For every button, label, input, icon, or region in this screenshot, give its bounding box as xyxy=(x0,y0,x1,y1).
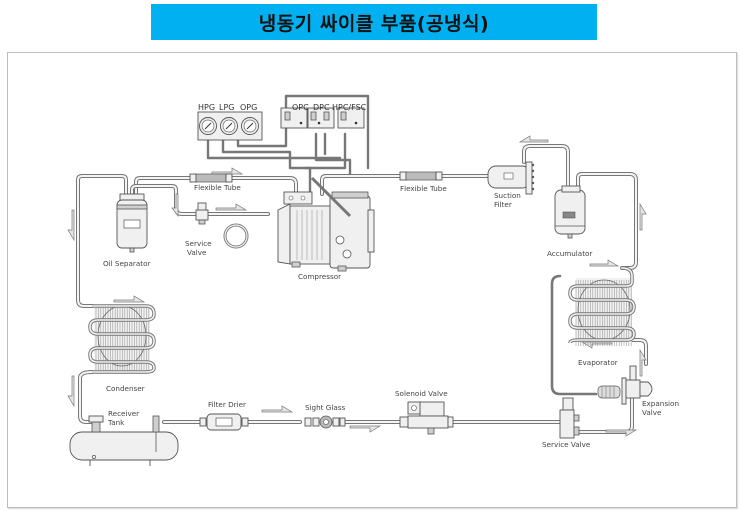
label-receiver-tank-1: Receiver xyxy=(108,409,139,418)
piping xyxy=(76,94,648,434)
service-valve-bottom xyxy=(559,397,580,439)
flow-arrow-icon xyxy=(67,375,75,408)
sight-glass xyxy=(304,415,346,429)
flow-arrow-icon xyxy=(589,259,620,267)
label-evaporator: Evaporator xyxy=(578,358,618,367)
label-service-valve-top-2: Valve xyxy=(187,248,207,257)
flexible-tube-discharge xyxy=(189,173,233,183)
label-condenser: Condenser xyxy=(106,384,145,393)
label-service-valve-bottom: Service Valve xyxy=(542,440,591,449)
filter-drier xyxy=(199,413,249,431)
flow-arrow-icon xyxy=(518,135,549,143)
flow-arrow-icon xyxy=(67,209,75,242)
label-expansion-valve-1: Expansion xyxy=(642,399,679,408)
flow-arrow-icon xyxy=(639,348,647,377)
evaporator xyxy=(568,266,636,346)
label-accumulator: Accumulator xyxy=(547,249,592,258)
label-suction-filter-1: Suction xyxy=(494,191,521,200)
gauge-label-lpg: LPG xyxy=(219,103,234,112)
control-label-opc: OPC xyxy=(292,103,309,112)
label-suction-filter-2: Filter xyxy=(494,200,512,209)
solenoid-valve xyxy=(399,401,454,435)
suction-filter xyxy=(487,161,535,195)
page-title: 냉동기 싸이클 부품(공냉식) xyxy=(258,12,490,35)
label-compressor: Compressor xyxy=(298,272,341,281)
flow-arrow-icon xyxy=(349,425,382,433)
label-flexible-tube-discharge: Flexible Tube xyxy=(194,183,241,192)
pressure-controls: OPC DPC HPC/FSC xyxy=(280,103,367,129)
receiver-tank xyxy=(69,415,179,466)
label-solenoid-valve: Solenoid Valve xyxy=(395,389,448,398)
label-service-valve-top-1: Service xyxy=(185,239,212,248)
oil-separator xyxy=(116,193,148,253)
control-label-hpc-fsc: HPC/FSC xyxy=(332,103,367,112)
flow-arrow-icon xyxy=(215,203,248,211)
label-oil-separator: Oil Separator xyxy=(103,259,150,268)
flow-arrow-icon xyxy=(211,167,244,175)
label-sight-glass: Sight Glass xyxy=(305,403,345,412)
label-receiver-tank-2: Tank xyxy=(107,418,125,427)
flow-arrow-icon xyxy=(113,295,146,303)
label-expansion-valve-2: Valve xyxy=(642,408,662,417)
gauge-panel: HPG LPG OPG xyxy=(197,103,263,141)
compressor xyxy=(277,176,375,272)
flexible-tube-suction xyxy=(399,171,443,181)
gauge-label-opg: OPG xyxy=(240,103,257,112)
service-valve-top xyxy=(195,202,249,249)
label-filter-drier: Filter Drier xyxy=(208,400,246,409)
flow-arrow-icon xyxy=(605,429,638,437)
condenser xyxy=(88,304,156,374)
gauge-label-hpg: HPG xyxy=(198,103,215,112)
title-banner: 냉동기 싸이클 부품(공냉식) xyxy=(151,4,597,40)
accumulator xyxy=(554,185,586,239)
expansion-valve xyxy=(597,365,653,405)
label-flexible-tube-suction: Flexible Tube xyxy=(400,184,447,193)
flow-arrow-icon xyxy=(639,202,647,231)
flow-arrow-icon xyxy=(261,405,294,413)
gauge-lpg xyxy=(220,117,238,135)
gauge-hpg xyxy=(199,117,217,135)
flow-arrow-icon xyxy=(171,193,179,218)
control-label-dpc: DPC xyxy=(313,103,330,112)
gauge-opg xyxy=(241,117,259,135)
flow-arrows xyxy=(67,135,647,437)
